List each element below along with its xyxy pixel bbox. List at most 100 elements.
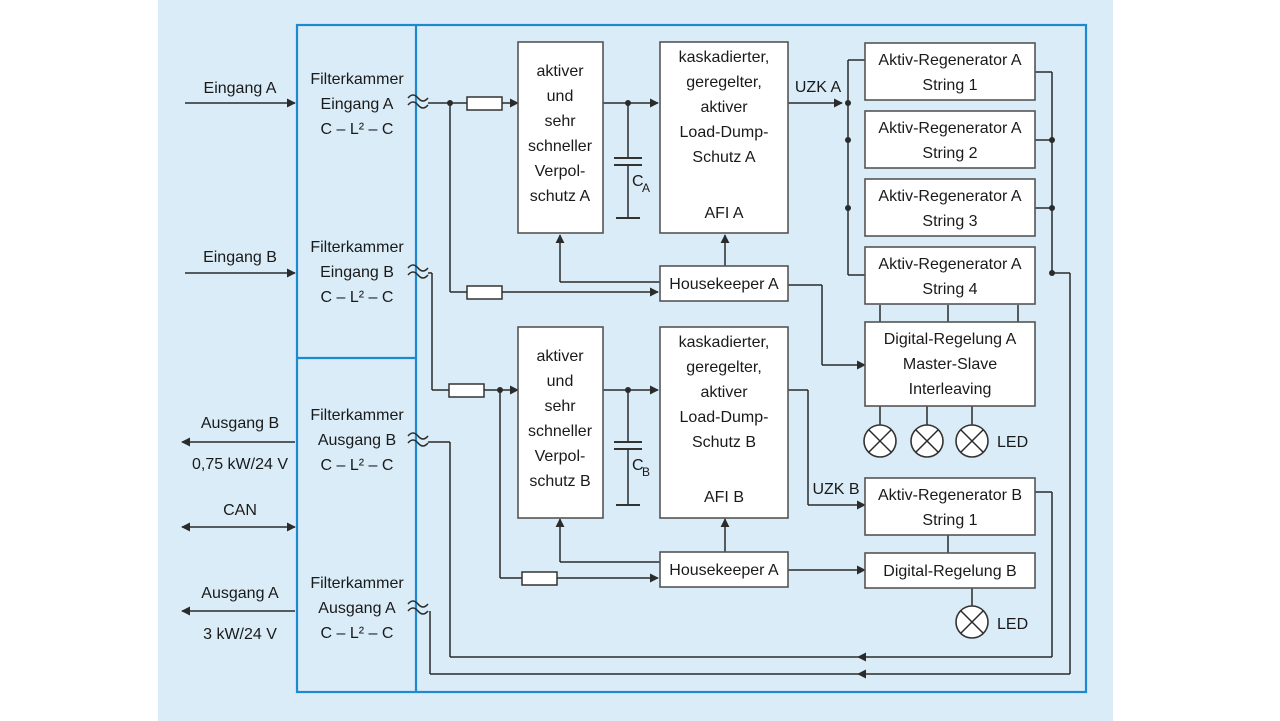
capacitor-a-sub: A — [642, 181, 650, 195]
digital-control-a-line: Digital-Regelung A — [884, 331, 1017, 348]
output-a-power: 3 kW/24 V — [203, 626, 277, 643]
regenerator-a-title: Aktiv-Regenerator A — [878, 120, 1022, 137]
can-bus: CAN — [181, 502, 296, 532]
filter-output-a-line3: C – L² – C — [321, 625, 394, 642]
filter-chamber-input-b: Filterkammer Eingang B C – L² – C — [310, 239, 404, 306]
regenerator-a-title: Aktiv-Regenerator A — [878, 188, 1022, 205]
filter-output-a-line1: Filterkammer — [310, 575, 404, 592]
input-b: Eingang B — [185, 249, 296, 278]
filter-output-a-line2: Ausgang A — [318, 600, 396, 617]
feedthrough-icon — [407, 600, 429, 608]
regenerator-a-string: String 1 — [922, 77, 977, 94]
afi-a-label: AFI A — [704, 205, 743, 222]
channel-a-wiring — [428, 59, 1071, 679]
filter-input-a-line1: Filterkammer — [310, 71, 404, 88]
feedthrough-icon — [407, 101, 429, 109]
capacitor-a-letter: C — [632, 173, 644, 190]
regenerator-b-title: Aktiv-Regenerator B — [878, 487, 1022, 504]
housekeeper-b-label: Housekeeper A — [669, 562, 779, 579]
loaddump-a-line: geregelter, — [686, 74, 762, 91]
digital-control-b-label: Digital-Regelung B — [883, 563, 1016, 580]
filter-input-b-line1: Filterkammer — [310, 239, 404, 256]
channel-b-wiring — [428, 272, 1053, 662]
feedthrough-icon — [407, 271, 429, 279]
loaddump-a-line: kaskadierter, — [679, 49, 770, 66]
filter-input-b-line2: Eingang B — [320, 264, 394, 281]
digital-control-b: Digital-Regelung B — [864, 552, 1036, 589]
lamp-icon — [955, 424, 989, 458]
verpol-b-line: schutz B — [529, 473, 590, 490]
filter-output-b-line3: C – L² – C — [321, 457, 394, 474]
lamp-icon — [955, 605, 989, 639]
afi-b-label: AFI B — [704, 489, 744, 506]
verpol-b-line: sehr — [544, 398, 576, 415]
led-group-b: LED — [955, 605, 1028, 639]
uzk-b-label: UZK B — [812, 481, 859, 498]
filter-chamber-output-a: Filterkammer Ausgang A C – L² – C — [310, 575, 404, 642]
verpol-a-line: schutz A — [530, 188, 591, 205]
fuse-icon — [466, 96, 503, 111]
verpol-b-line: aktiver — [536, 348, 584, 365]
verpol-b-line: Verpol- — [535, 448, 586, 465]
led-b-label: LED — [997, 616, 1028, 633]
output-b-label: Ausgang B — [201, 415, 279, 432]
load-dump-protection-a: kaskadierter, geregelter, aktiver Load-D… — [659, 41, 789, 234]
regenerator-a-string-2: Aktiv-Regenerator A String 2 — [864, 110, 1036, 169]
loaddump-b-line: kaskadierter, — [679, 334, 770, 351]
verpol-a-line: aktiver — [536, 63, 584, 80]
load-dump-protection-b: kaskadierter, geregelter, aktiver Load-D… — [659, 326, 789, 519]
input-a: Eingang A — [185, 80, 296, 108]
regenerator-a-string: String 3 — [922, 213, 977, 230]
verpol-a-line: schneller — [528, 138, 593, 155]
fuse-icon — [466, 285, 503, 300]
verpol-b-line: schneller — [528, 423, 593, 440]
verpol-b-line: und — [547, 373, 574, 390]
feedthrough-icon — [407, 439, 429, 447]
regenerator-a-string: String 4 — [922, 281, 977, 298]
led-a-label: LED — [997, 434, 1028, 451]
digital-control-a: Digital-Regelung A Master-Slave Interlea… — [864, 321, 1036, 407]
feedthrough-icon — [407, 94, 429, 102]
filter-output-b-line1: Filterkammer — [310, 407, 404, 424]
reverse-polarity-protection-a: aktiver und sehr schneller Verpol- schut… — [517, 41, 604, 234]
loaddump-b-line: aktiver — [700, 384, 748, 401]
output-a: Ausgang A 3 kW/24 V — [181, 585, 295, 643]
verpol-a-line: sehr — [544, 113, 576, 130]
output-a-label: Ausgang A — [201, 585, 279, 602]
regenerator-b-string-1: Aktiv-Regenerator B String 1 — [864, 477, 1036, 536]
lamp-icon — [863, 424, 897, 458]
filter-input-a-line3: C – L² – C — [321, 121, 394, 138]
capacitor-a-label: C A — [632, 173, 650, 195]
fuse-icon — [521, 571, 558, 586]
loaddump-b-line: Load-Dump- — [680, 409, 769, 426]
output-b: Ausgang B 0,75 kW/24 V — [181, 415, 295, 473]
feedthrough-icon — [407, 607, 429, 615]
input-a-label: Eingang A — [204, 80, 277, 97]
input-b-label: Eingang B — [203, 249, 277, 266]
digital-control-a-line: Interleaving — [909, 381, 992, 398]
capacitor-b-label: C B — [632, 457, 650, 479]
loaddump-b-line: geregelter, — [686, 359, 762, 376]
uzk-a-label: UZK A — [795, 79, 842, 96]
capacitor-b-sub: B — [642, 465, 650, 479]
reverse-polarity-protection-b: aktiver und sehr schneller Verpol- schut… — [517, 326, 604, 519]
digital-control-a-line: Master-Slave — [903, 356, 997, 373]
verpol-a-line: Verpol- — [535, 163, 586, 180]
regenerator-a-string-1: Aktiv-Regenerator A String 1 — [864, 42, 1036, 101]
filter-chamber-input-a: Filterkammer Eingang A C – L² – C — [310, 71, 404, 138]
loaddump-a-line: Load-Dump- — [680, 124, 769, 141]
led-group-a: LED — [863, 424, 1028, 458]
regenerator-a-title: Aktiv-Regenerator A — [878, 52, 1022, 69]
fuse-icon — [448, 383, 485, 398]
housekeeper-a: Housekeeper A — [659, 265, 789, 302]
filter-input-a-line2: Eingang A — [321, 96, 394, 113]
filter-chamber-output-b: Filterkammer Ausgang B C – L² – C — [310, 407, 404, 474]
lamp-icon — [910, 424, 944, 458]
housekeeper-a-label: Housekeeper A — [669, 276, 779, 293]
feedthrough-icon — [407, 432, 429, 440]
output-b-power: 0,75 kW/24 V — [192, 456, 288, 473]
regenerator-a-title: Aktiv-Regenerator A — [878, 256, 1022, 273]
filter-input-b-line3: C – L² – C — [321, 289, 394, 306]
loaddump-a-line: Schutz A — [692, 149, 755, 166]
